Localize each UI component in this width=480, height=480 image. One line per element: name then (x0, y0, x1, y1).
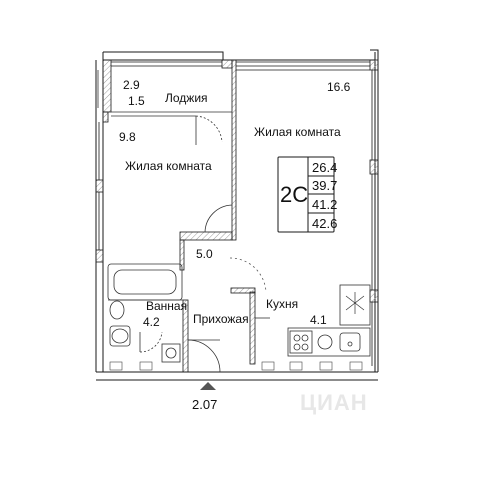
hall-door-arc (229, 257, 267, 293)
loggia-label: Лоджия (165, 91, 208, 105)
bathroom-label: Ванная (146, 299, 188, 313)
kitchen-area: 4.1 (310, 313, 327, 327)
living-right-label: Жилая комната (254, 125, 341, 139)
summary-value-3: 41.2 (312, 197, 338, 212)
living-left-area: 9.8 (119, 130, 136, 144)
hall-area: 5.0 (196, 247, 213, 261)
bedroom-door (204, 204, 233, 233)
loggia-dim-top: 2.9 (123, 78, 140, 92)
summary-box (277, 156, 335, 233)
summary-value-4: 42.6 (312, 216, 338, 231)
side-windows (98, 70, 373, 366)
ceiling-height: 2.07 (192, 397, 218, 412)
corridor-label: Прихожая (193, 312, 249, 326)
kitchen-label: Кухня (266, 297, 299, 311)
bathroom-fixtures (107, 263, 183, 363)
living-left-label: Жилая комната (125, 159, 212, 173)
apartment-type: 2С (280, 182, 309, 207)
living-right-area: 16.6 (327, 80, 351, 94)
summary-value-2: 39.7 (312, 178, 338, 193)
entrance-door (187, 339, 221, 373)
loggia-dim-bottom: 1.5 (128, 94, 145, 108)
kitchen-fixtures (255, 284, 371, 357)
top-windows (111, 61, 370, 71)
bathroom-area: 4.2 (143, 315, 160, 329)
hatched-walls (95, 59, 379, 373)
watermark-logo: ЦИАН (300, 390, 368, 415)
summary-value-1: 26.4 (312, 160, 338, 175)
loggia-lines (97, 70, 232, 145)
height-marker-icon (200, 382, 216, 390)
bottom-marks (109, 361, 363, 371)
